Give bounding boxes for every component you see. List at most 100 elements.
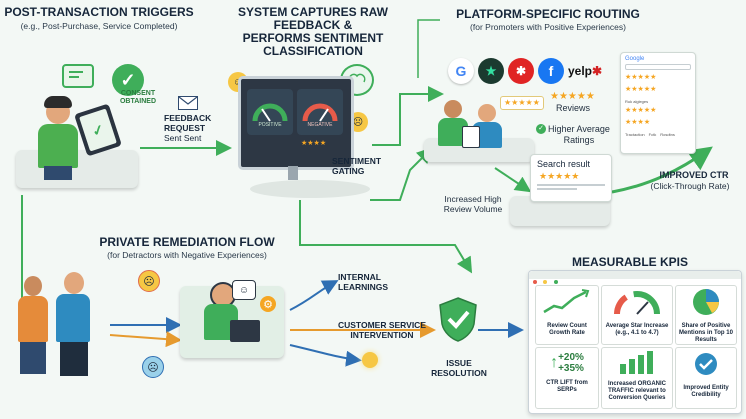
sentiment-gating-label: SENTIMENT GATING [332,156,402,176]
growth-chart-icon [543,289,590,314]
promoter-head-2 [478,104,496,122]
kpi-pct2: +35% [558,363,584,374]
detractor-legs-2 [60,342,88,376]
monitor-platform [250,180,370,198]
issue-line2: RESOLUTION [431,368,487,378]
issue-line1: ISSUE [446,358,472,368]
kpi-avg-star-label: Average Star Increase (e.g., 4.1 to 4.7) [605,323,669,336]
issue-resolution-label: ISSUE RESOLUTION [424,358,494,378]
arrow-to-search [494,167,532,193]
search-result-label: Search result [537,159,591,169]
person-body [38,124,78,168]
kpi-ctr-lift: ↑ +20% +35% CTR LIFT from SERPs [535,347,599,409]
bar-chart-icon [620,351,653,374]
gauge-positive: POSITIVE [247,89,293,135]
dashboard-titlebar [529,271,741,284]
arrow-to-bulb [289,344,362,367]
gauge-negative-label: NEGATIVE [307,122,333,128]
promoter-head-1 [444,100,462,118]
cs-line2: INTERVENTION [350,330,414,340]
checkmark-badge-icon: ✓ [112,64,144,96]
kpi-review-count-label: Review Count Growth Rate [547,323,587,336]
kpis-title: MEASURABLE KPIs [571,255,688,269]
reviews-label: Reviews [556,103,591,113]
internal-line1: INTERNAL [338,272,381,282]
person-legs [44,166,72,180]
facebook-logo-icon: f [538,58,564,84]
monitor-stars: ★★★★ [301,140,327,147]
search-result-line-2 [537,188,577,190]
kpi-entity-label: Improved Entity Credibility [683,385,729,398]
serp-row4: Rosdtns [660,132,675,137]
higher-ratings-check-icon: ✓ [536,124,546,134]
serp-search-bar [625,64,691,70]
yelp-burst-icon: ✱ [508,58,534,84]
serp-row-a: Ruk algleges [625,99,695,104]
serp-row1: Ruk algleges [625,99,649,104]
increased-volume-line2: Review Volume [443,204,503,214]
kpi-share-positive: Share of Positive Mentions in Top 10 Res… [675,285,737,345]
kpi-organic-label: Increased ORGANIC TRAFFIC relevant to Co… [607,381,667,401]
increased-volume-label: Increased High Review Volume [440,194,506,214]
arrow-to-volume [370,147,433,201]
gating-line2: GATING [332,166,365,176]
search-result-stars: ★★★★★ [539,171,580,181]
shield-check-icon [438,296,478,342]
sad-emoji-icon: ☹ [142,356,164,378]
lightbulb-icon [362,352,378,368]
capture-title: SYSTEM CAPTURES RAW FEEDBACK & PERFORMS … [206,6,420,58]
routing-subtitle: (for Promoters with Positive Experiences… [470,22,626,32]
detractor-head-1 [24,276,42,296]
arrow-to-kpis [299,200,473,274]
increased-volume-line1: Increased High [444,194,502,204]
feedback-line2: REQUEST [164,123,206,133]
serp-stars-3: ★★★★★ [625,107,657,114]
star-gauge-icon [614,291,660,315]
feedback-request-label: FEEDBACK REQUEST Sent Sent [164,113,224,143]
serp-row3: Fctk [648,132,657,137]
detractor-body-1 [18,296,48,342]
search-result-card[interactable]: Search result ★★★★★ [530,154,612,202]
search-result-line [537,184,605,186]
remediation-title: PRIVATE REMEDIATION FLOW [99,235,275,249]
serp-google-mini-icon: Google [625,56,645,62]
improved-ctr-subtitle: (Click-Through Rate) [650,181,730,191]
person-hair [44,96,72,108]
kpi-dashboard: Review Count Growth Rate Average Star In… [528,270,742,414]
remediation-subtitle: (for Detractors with Negative Experience… [107,250,267,260]
gating-line1: SENTIMENT [332,156,382,166]
triggers-subtitle: (e.g., Post-Purchase, Service Completed) [20,21,178,31]
serp-card[interactable]: Google ★★★★★ ★★★★★ Ruk algleges ★★★★★ ★★… [620,52,696,154]
kpi-ctr-lift-label: CTR LIFT from SERPs [546,380,588,393]
gauge-negative: NEGATIVE [297,89,343,135]
feedback-line1: FEEDBACK [164,113,212,123]
serp-row2: Tractaction [625,132,645,137]
higher-ratings-line2: Ratings [563,135,595,145]
chat-bubble-icon [62,64,94,88]
higher-ratings-label: Higher Average Ratings [548,124,610,146]
kpi-pct1: +20% [558,352,584,363]
higher-ratings-line1: Higher Average [548,124,610,134]
routing-title: PLATFORM-SPECIFIC ROUTING [456,7,640,21]
promoter-tablet [462,126,480,148]
monitor-stand [288,166,298,180]
kpi-entity-credibility: Improved Entity Credibility [675,347,737,409]
improved-ctr-title: IMPROVED CTR [659,170,729,180]
cs-line1: CUSTOMER SERVICE [337,320,426,330]
arrow-top-routing [417,19,440,78]
kpi-avg-star: Average Star Increase (e.g., 4.1 to 4.7) [601,285,673,345]
triggers-title: POST-TRANSACTION TRIGGERS [4,5,194,19]
arrow-ctr [611,146,713,194]
serp-stars-4: ★★★★ [625,119,651,126]
detractor-head-2 [64,272,84,294]
reviews-stars: ★★★★★ [550,91,595,102]
capture-title-line1: SYSTEM CAPTURES RAW FEEDBACK & [237,5,388,32]
envelope-icon [178,96,198,110]
tripadvisor-star-icon: ★ [478,58,504,84]
arrow-people-orange [109,331,182,348]
internal-learnings-label: INTERNAL LEARNINGS [338,272,418,292]
feedback-line3: Sent Sent [164,133,202,143]
kpi-review-count: Review Count Growth Rate [535,285,599,345]
